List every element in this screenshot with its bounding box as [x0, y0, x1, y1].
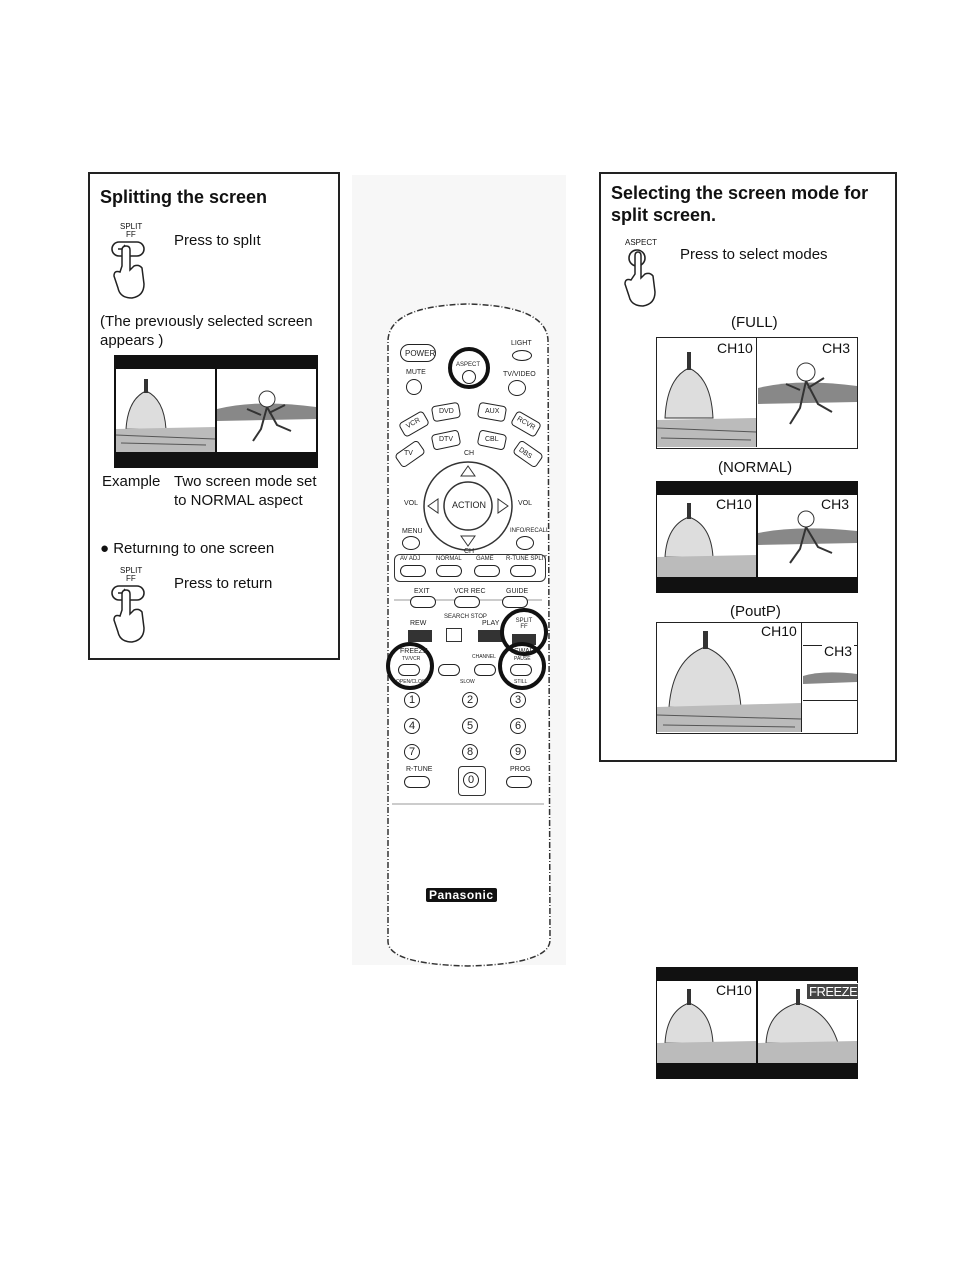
digit-1[interactable]	[404, 692, 420, 708]
light-button[interactable]	[512, 350, 532, 361]
split-button-hand-icon: SPLIT FF	[106, 222, 160, 302]
function-row	[394, 554, 546, 582]
returning-bullet: ● Returnıng to one screen	[100, 540, 275, 557]
return-split-button-hand-icon: SPLIT FF	[106, 566, 160, 646]
aspect-button[interactable]	[462, 370, 476, 384]
freeze-badge: FREEZE	[806, 983, 858, 1000]
press-to-split-text: Press to splıt	[174, 232, 261, 249]
freeze-button[interactable]	[398, 664, 420, 676]
rew-button[interactable]	[408, 630, 432, 642]
power-button[interactable]	[400, 344, 436, 362]
right-picture	[217, 369, 316, 452]
stop-button[interactable]	[446, 628, 462, 642]
digit-6[interactable]	[510, 718, 526, 734]
digit-5[interactable]	[462, 718, 478, 734]
swap-button[interactable]	[510, 664, 532, 676]
previous-screen-note: (The prevıously selected screen appears …	[100, 313, 313, 349]
panasonic-logo: Panasonic	[426, 888, 497, 902]
remote-control: POWER LIGHT ASPECT MUTE TV/VIDEO VCR DVD…	[380, 300, 556, 968]
digit-0-well	[458, 766, 486, 796]
mode-full-screen: CH10 CH3	[656, 337, 858, 449]
navigation-ring[interactable]	[420, 458, 516, 554]
panel-title: Splitting the screen	[100, 187, 268, 207]
channel-down-button[interactable]	[438, 664, 460, 676]
mode-full-label: (FULL)	[731, 314, 778, 331]
menu-button[interactable]	[402, 536, 420, 550]
digit-0[interactable]	[463, 772, 479, 788]
digit-2[interactable]	[462, 692, 478, 708]
aspect-highlight-ring	[448, 347, 490, 389]
freeze-channel-label: CH10	[714, 982, 754, 998]
aspect-button-hand-icon: ASPECT	[621, 238, 671, 310]
panel-title: Selecting the screen mode for split scre…	[611, 183, 869, 225]
split-ff-button[interactable]	[512, 634, 536, 645]
press-to-select-text: Press to select modes	[680, 246, 828, 263]
digit-3[interactable]	[510, 692, 526, 708]
r-tune-button[interactable]	[404, 776, 430, 788]
freeze-example-screen: CH10 FREEZE	[656, 967, 858, 1079]
digit-9[interactable]	[510, 744, 526, 760]
screen-mode-panel: Selecting the screen mode for split scre…	[599, 172, 897, 762]
digit-8[interactable]	[462, 744, 478, 760]
source-buttons-row2: TV DTV CBL DBS	[392, 424, 548, 469]
splitting-screen-panel: Splitting the screen SPLIT FF Press to s…	[88, 172, 340, 660]
light-label: LIGHT	[511, 340, 532, 347]
press-to-return-text: Press to return	[174, 575, 273, 592]
digit-7[interactable]	[404, 744, 420, 760]
source-buttons-row1: VCR DVD AUX RCVR	[392, 400, 548, 438]
tv-video-button[interactable]	[508, 380, 526, 396]
swap-highlight-ring	[498, 642, 546, 690]
mode-poutp-label: (PoutP)	[730, 603, 781, 620]
mute-button[interactable]	[406, 379, 422, 395]
example-label: Example	[102, 473, 161, 490]
digit-4[interactable]	[404, 718, 420, 734]
play-button[interactable]	[478, 630, 502, 642]
left-picture	[116, 369, 215, 452]
mode-poutp-screen: CH10 CH3	[656, 622, 858, 734]
info-recall-button[interactable]	[516, 536, 534, 550]
freeze-highlight-ring	[386, 642, 434, 690]
channel-up-button[interactable]	[474, 664, 496, 676]
example-split-screen	[114, 355, 318, 468]
action-label: ACTION	[452, 500, 487, 510]
prog-button[interactable]	[506, 776, 532, 788]
mode-normal-screen: CH10 CH3	[656, 481, 858, 593]
mode-normal-label: (NORMAL)	[718, 459, 793, 476]
example-text: Two screen mode set to NORMAL aspect	[174, 473, 317, 509]
